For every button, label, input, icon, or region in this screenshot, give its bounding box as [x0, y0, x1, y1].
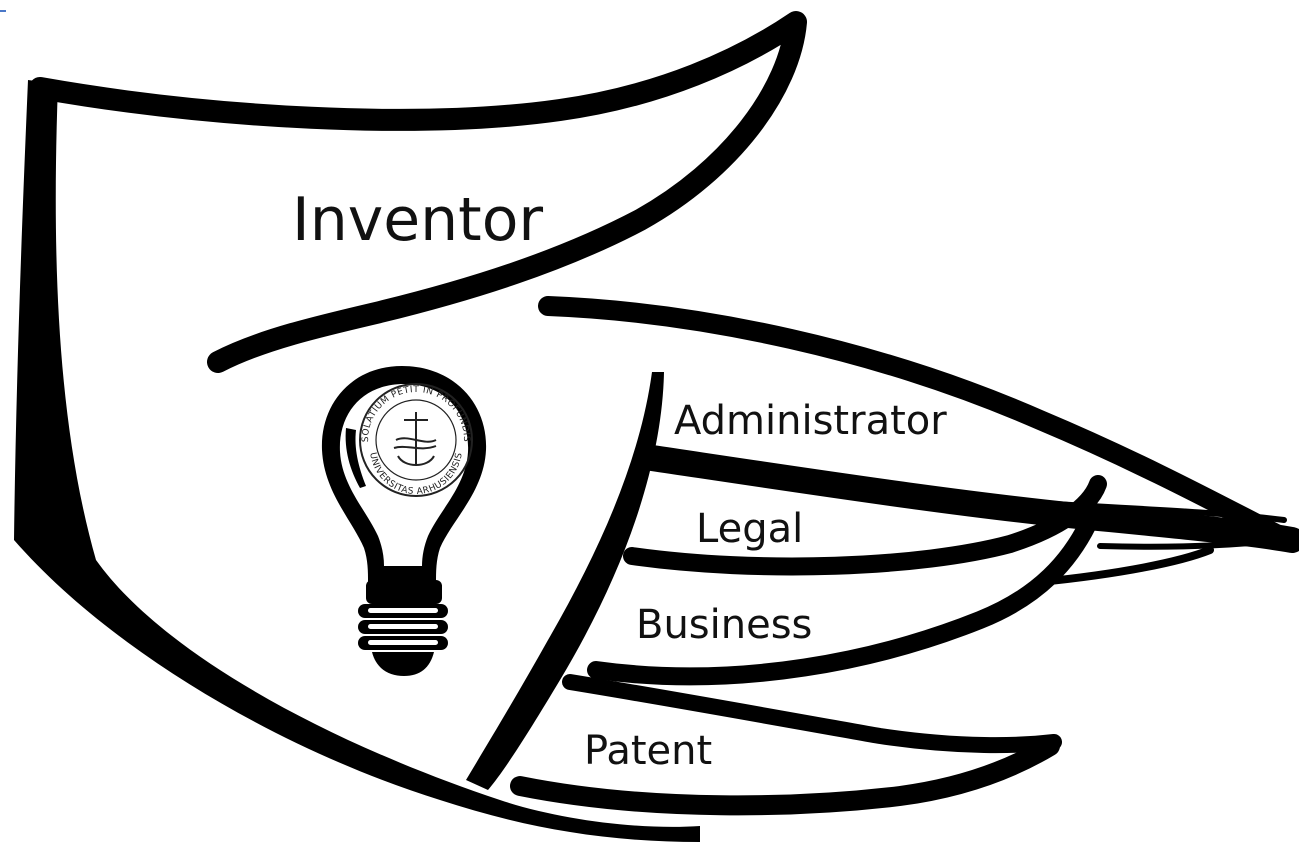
anchor-emblem-icon — [393, 412, 437, 466]
patent-label: Patent — [584, 728, 712, 774]
administrator-label: Administrator — [674, 398, 947, 444]
corner-mark — [0, 10, 6, 12]
business-label: Business — [636, 602, 812, 648]
legal-label: Legal — [696, 506, 803, 552]
light-bulb-icon — [321, 366, 487, 676]
wing-outline — [14, 11, 1298, 842]
feather-blades — [466, 372, 1299, 790]
inventor-label: Inventor — [292, 185, 543, 255]
